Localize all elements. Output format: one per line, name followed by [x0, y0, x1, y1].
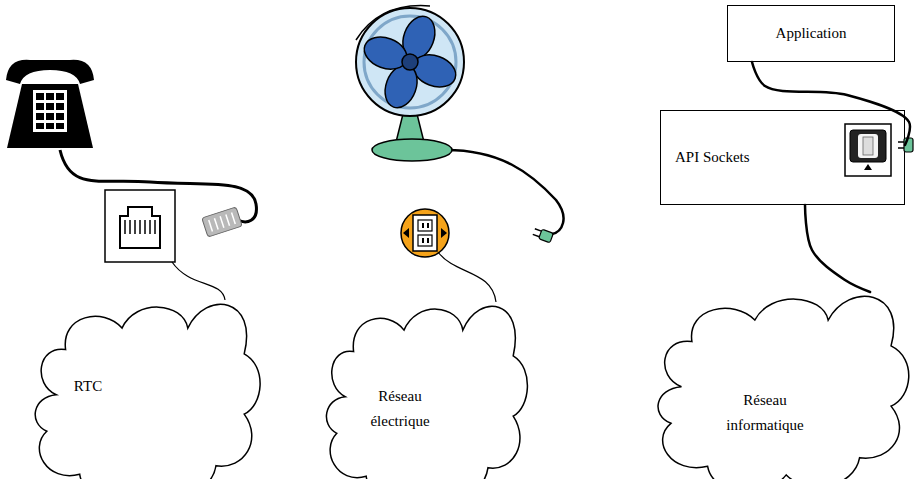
phone-keypad [33, 90, 67, 132]
socket-plate [413, 215, 437, 251]
fan-stand [396, 110, 424, 142]
cable-connector [805, 205, 870, 292]
network-label: Réseau informatique [705, 388, 825, 438]
network-cloud: RTC [28, 298, 263, 479]
cloud-outline-path [35, 304, 260, 479]
fan-blades [360, 12, 460, 112]
api-plug [898, 138, 913, 152]
layer-box: API Sockets [660, 110, 905, 205]
fan-base [372, 139, 452, 161]
fan-plug [532, 227, 553, 243]
fan-guard [356, 8, 464, 116]
telephone-icon [6, 60, 256, 300]
phone-cord [60, 150, 256, 222]
fan-cord [446, 150, 564, 234]
rj-opening [120, 207, 160, 248]
rj-plug [202, 207, 242, 237]
cable-connector [752, 62, 910, 145]
api-socket-icon [845, 124, 913, 176]
network-cloud: Réseau électrique [320, 300, 530, 479]
cloud-outline [28, 298, 263, 479]
phone-keys [36, 93, 64, 129]
fan-icon [356, 6, 564, 302]
cloud-outline-path [326, 306, 527, 479]
cloud-outline [320, 300, 530, 479]
power-socket [401, 209, 449, 257]
fan-hub [402, 54, 418, 70]
phone-base [7, 84, 93, 148]
rj-contacts [125, 220, 155, 234]
phone-handset [6, 60, 94, 84]
phone-line-wire [172, 262, 225, 300]
connector-layer [752, 62, 910, 292]
cloud-outline [650, 290, 912, 479]
cloud-outline-path [658, 296, 909, 479]
layer-box: Application [727, 5, 895, 62]
fan-guard-ring [364, 16, 456, 108]
network-label: Réseau électrique [350, 384, 450, 434]
layer-label: API Sockets [675, 149, 750, 166]
layer-label: Application [776, 25, 847, 42]
network-label: RTC [58, 374, 118, 399]
phone-jack [105, 190, 175, 262]
power-line-wire [438, 252, 496, 302]
network-cloud: Réseau informatique [650, 290, 912, 479]
